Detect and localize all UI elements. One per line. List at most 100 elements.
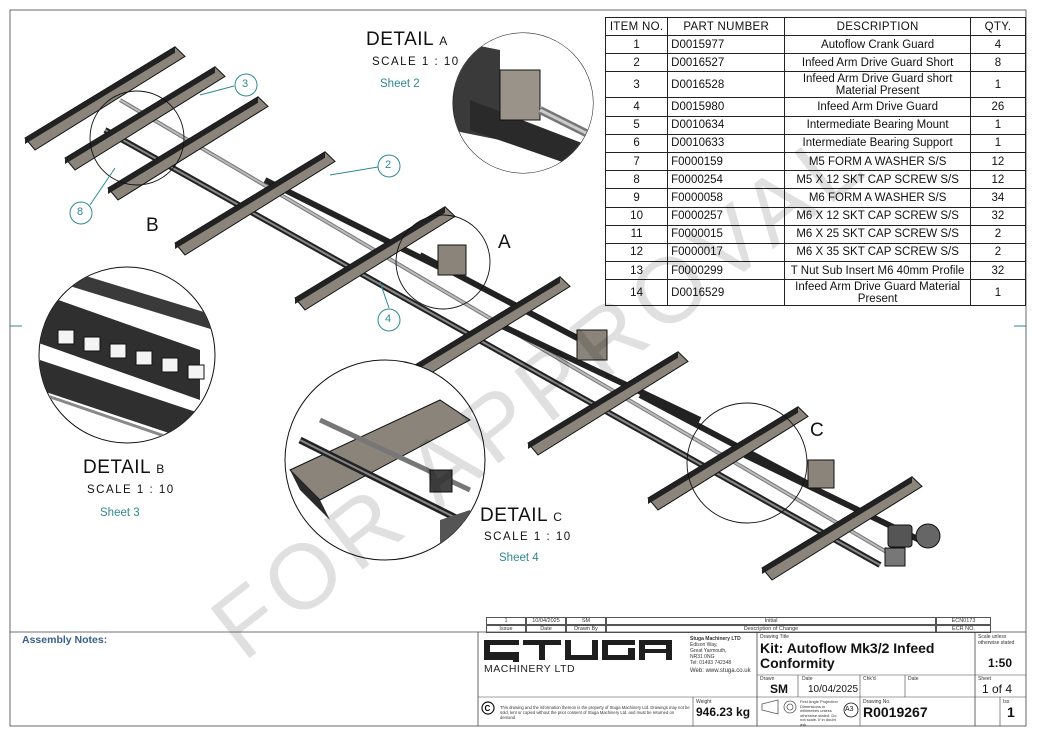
motor-icon bbox=[887, 524, 913, 548]
scale-value: 1:50 bbox=[988, 656, 1013, 670]
projection-symbol-icon bbox=[761, 699, 797, 715]
drive-guard bbox=[24, 46, 186, 151]
website-link[interactable]: Web: www.stuga.co.uk bbox=[690, 668, 751, 674]
rev-ecr: ECN0173 bbox=[936, 617, 991, 625]
part-number-cell: D0016527 bbox=[667, 53, 786, 73]
company-name: Stuga Machinery LTD bbox=[690, 636, 741, 642]
plug-block bbox=[161, 357, 179, 373]
plug-block bbox=[187, 364, 205, 380]
weight-label: Weight bbox=[696, 699, 712, 705]
bearing-mount bbox=[807, 459, 835, 489]
balloon-3: 3 bbox=[242, 78, 249, 90]
detail-b-scale: SCALE 1 : 10 bbox=[87, 484, 175, 496]
weight-value: 946.23 kg bbox=[696, 705, 751, 719]
item-no-cell: 2 bbox=[604, 53, 669, 73]
revision-table: 1 10/04/2025 SM Initial ECN0173 Issue Da… bbox=[480, 617, 1025, 633]
sheet-value: 1 of 4 bbox=[982, 682, 1013, 696]
rev-description: Initial bbox=[606, 617, 936, 625]
plug-block bbox=[57, 329, 75, 345]
drive-guard bbox=[761, 476, 923, 581]
sheet-label: Sheet bbox=[978, 676, 992, 682]
detail-a-view bbox=[452, 32, 594, 174]
detail-a-title: DETAIL A bbox=[366, 29, 448, 50]
balloon-8: 8 bbox=[77, 206, 84, 218]
qty-cell: 8 bbox=[969, 53, 1027, 73]
detail-c-circle bbox=[686, 402, 808, 524]
description-cell: M6 X 12 SKT CAP SCREW S/S bbox=[784, 206, 971, 226]
callout-b: B bbox=[146, 215, 159, 236]
date-label: Date bbox=[802, 676, 813, 682]
drawing-number: R0019267 bbox=[863, 704, 928, 720]
address-line-3: NR31 0NG bbox=[690, 654, 715, 660]
rev-h-desc: Description of Change bbox=[606, 625, 936, 633]
issue-label: Iss bbox=[1003, 699, 1010, 705]
qty-cell: 32 bbox=[969, 261, 1027, 281]
issue-number: 1 bbox=[1007, 704, 1015, 720]
description-cell: M5 FORM A WASHER S/S bbox=[784, 151, 971, 172]
phone: Tel: 01493 742348 bbox=[690, 660, 732, 666]
copyright-icon bbox=[481, 701, 495, 715]
rev-drawn-by: SM bbox=[566, 617, 606, 625]
balloon-2: 2 bbox=[385, 159, 392, 171]
callout-a: A bbox=[498, 232, 511, 253]
qty-cell: 2 bbox=[969, 242, 1027, 263]
part-number-cell: F0000257 bbox=[667, 206, 786, 226]
qty-cell: 34 bbox=[969, 188, 1027, 208]
plug-block bbox=[109, 343, 127, 359]
detail-a-sheet-link[interactable]: Sheet 2 bbox=[380, 78, 420, 90]
rev-h-date: Date bbox=[526, 625, 566, 633]
scale-note: Scale unless otherwise stated bbox=[978, 634, 1015, 646]
detail-b-title: DETAIL B bbox=[83, 457, 165, 478]
drawing-no-label: Drawing No. bbox=[863, 699, 891, 705]
date2-label: Date bbox=[908, 676, 919, 682]
infeed-assembly bbox=[24, 46, 941, 581]
assembly-notes-label: Assembly Notes: bbox=[22, 634, 108, 646]
copyright-notice: This drawing and the information thereon… bbox=[500, 705, 690, 720]
detail-b-sheet-link[interactable]: Sheet 3 bbox=[100, 507, 140, 519]
rev-date: 10/04/2025 bbox=[526, 617, 566, 625]
bearing-mount bbox=[576, 329, 608, 361]
part-number-cell: D0015980 bbox=[667, 97, 786, 117]
rev-h-ecr: ECR NO. bbox=[936, 625, 991, 633]
item-balloons bbox=[69, 73, 401, 332]
sheet-border bbox=[9, 9, 1027, 727]
col-item-no: ITEM NO. bbox=[604, 17, 669, 36]
drawn-date: 10/04/2025 bbox=[808, 684, 859, 695]
checked-label: Chk'd bbox=[863, 676, 876, 682]
qty-cell: 26 bbox=[969, 97, 1027, 117]
plug-block bbox=[83, 336, 101, 352]
bearing-mount bbox=[437, 244, 467, 276]
drive-guard bbox=[527, 351, 689, 456]
detail-c-sheet-link[interactable]: Sheet 4 bbox=[499, 552, 539, 564]
description-cell: M5 X 12 SKT CAP SCREW S/S bbox=[784, 170, 971, 190]
svg-text:C: C bbox=[485, 704, 491, 713]
drawing-title: Kit: Autoflow Mk3/2 Infeed Conformity bbox=[760, 640, 935, 671]
rev-h-drawn: Drawn By bbox=[566, 625, 606, 633]
drive-guard bbox=[174, 151, 336, 256]
drawing-title-label: Drawing Title bbox=[760, 634, 789, 640]
drive-guard bbox=[647, 406, 809, 511]
stuga-logo bbox=[484, 640, 672, 662]
qty-cell: 1 bbox=[969, 279, 1027, 307]
rev-h-issue: Issue bbox=[486, 625, 526, 633]
part-number-cell: F0000017 bbox=[667, 242, 786, 263]
item-no-cell: 4 bbox=[604, 97, 669, 117]
paper-size: A3 bbox=[845, 706, 854, 713]
detail-b-view bbox=[38, 266, 216, 444]
callout-c: C bbox=[810, 420, 824, 441]
address-line-2: Great Yarmouth, bbox=[690, 648, 727, 654]
rev-issue: 1 bbox=[486, 617, 526, 625]
item-no-cell: 13 bbox=[604, 261, 669, 281]
